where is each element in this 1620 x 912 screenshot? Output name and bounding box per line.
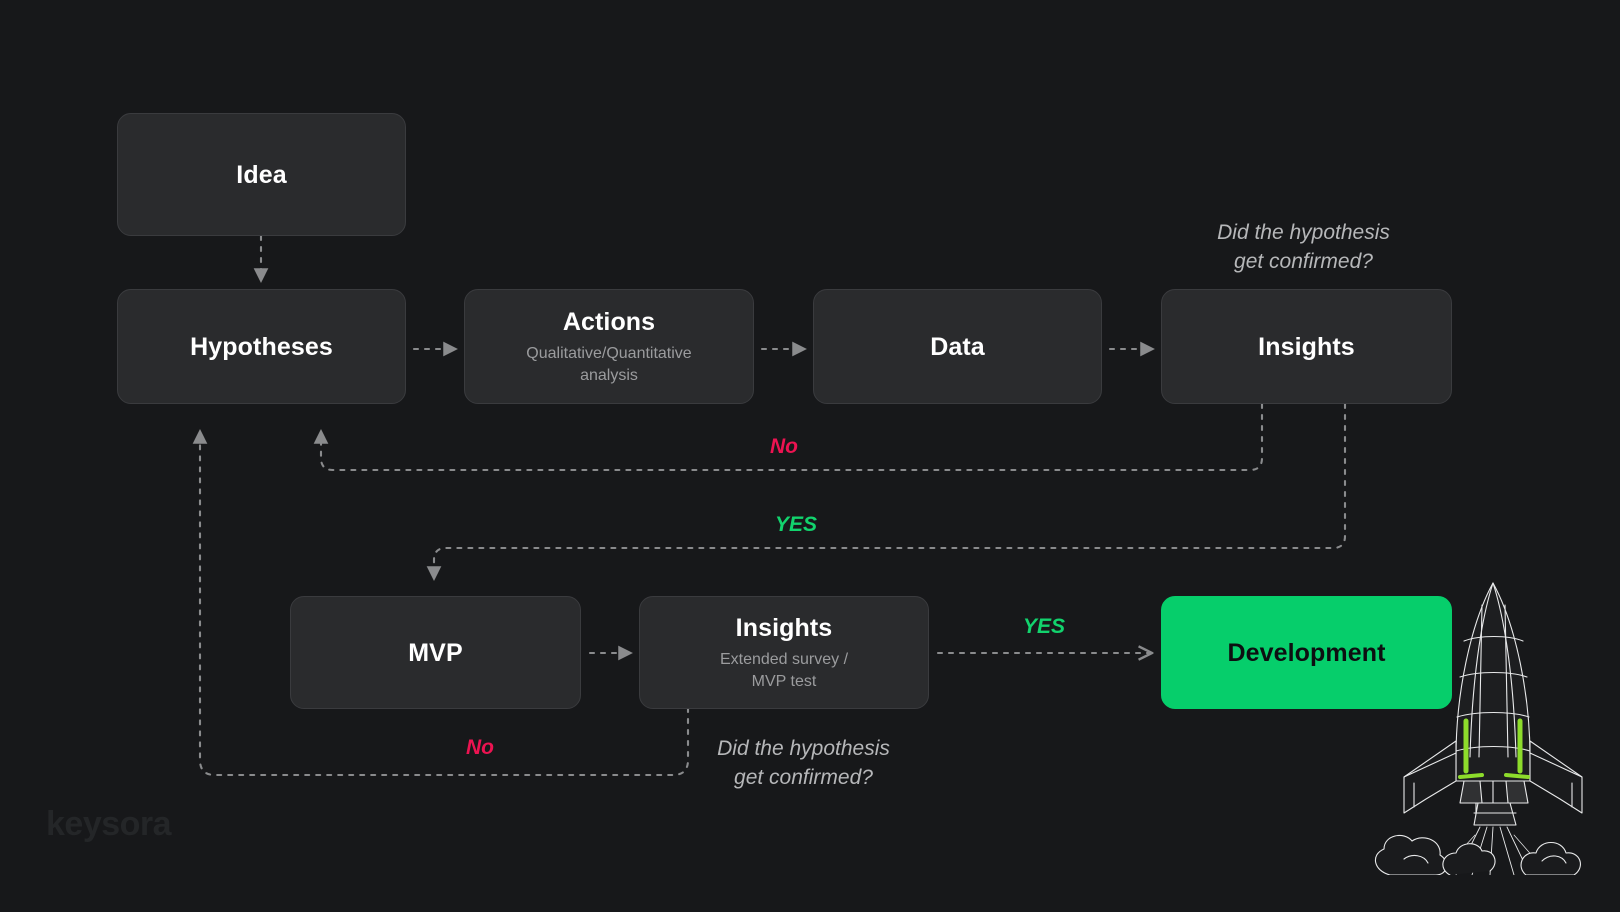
annotation-top: Did the hypothesis get confirmed? [1217,221,1390,273]
node-data[interactable]: Data [813,289,1102,404]
node-idea-title: Idea [236,160,287,189]
node-insights-top-title: Insights [1258,332,1355,361]
node-actions[interactable]: Actions Qualitative/Quantitative analysi… [464,289,754,404]
node-insights-bottom[interactable]: Insights Extended survey / MVP test [639,596,929,709]
node-development[interactable]: Development [1161,596,1452,709]
node-actions-subtitle: Qualitative/Quantitative analysis [526,344,692,384]
node-mvp[interactable]: MVP [290,596,581,709]
node-data-title: Data [930,332,985,361]
edge-label-yes-mid: YES [775,513,818,536]
node-mvp-title: MVP [408,638,463,667]
edge-insights-yes-mvp [426,402,1347,581]
annotation-bottom: Did the hypothesis get confirmed? [717,737,890,789]
node-insights-bottom-subtitle: Extended survey / MVP test [719,650,849,690]
node-idea[interactable]: Idea [117,113,406,236]
edge-label-yes-development: YES [1023,615,1066,638]
node-actions-title: Actions [562,307,656,336]
node-hypotheses-title: Hypotheses [190,332,333,361]
edge-label-no-top: No [770,435,798,458]
watermark-keysora: keysora [46,805,172,843]
node-insights-top[interactable]: Insights [1161,289,1452,404]
node-insights-bottom-title: Insights [735,613,833,642]
node-hypotheses[interactable]: Hypotheses [117,289,406,404]
node-development-title: Development [1227,638,1386,667]
rocket-illustration [1374,582,1583,875]
edge-label-no-bottom: No [466,736,494,759]
